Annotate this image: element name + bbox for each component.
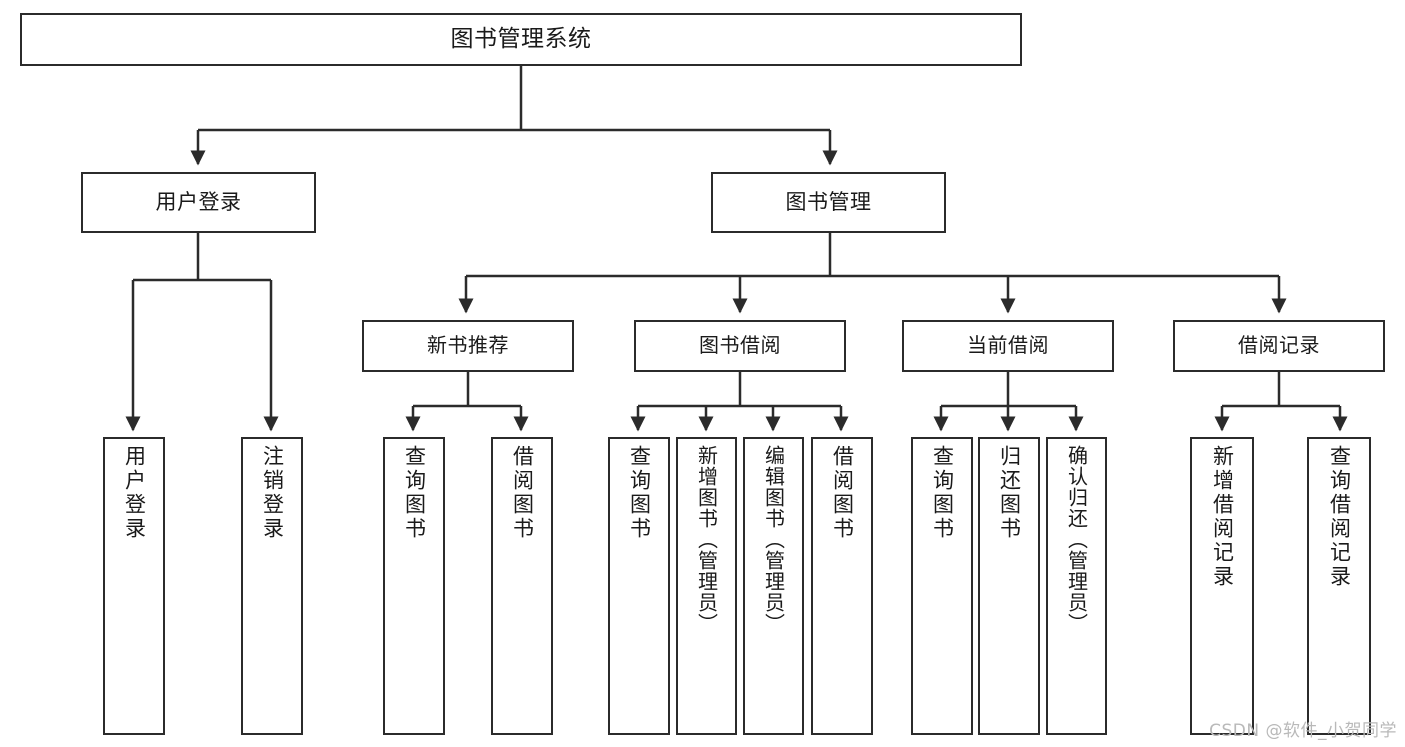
leaf-book-borrow-add[interactable]: 新增图书（管理员）	[676, 437, 737, 735]
leaf-current-borrow-query[interactable]: 查询图书	[911, 437, 973, 735]
node-label: 查询图书	[930, 445, 955, 541]
node-label: 注销登录	[260, 445, 285, 541]
node-borrow-record[interactable]: 借阅记录	[1173, 320, 1385, 372]
node-label: 用户登录	[122, 445, 147, 541]
node-label: 确认归还（管理员）	[1064, 445, 1089, 634]
leaf-user-login-login[interactable]: 用户登录	[103, 437, 165, 735]
node-label: 用户登录	[155, 190, 242, 215]
node-label: 图书管理	[785, 190, 872, 215]
node-label: 新书推荐	[427, 333, 509, 358]
leaf-book-borrow-query[interactable]: 查询图书	[608, 437, 670, 735]
leaf-new-book-borrow[interactable]: 借阅图书	[491, 437, 553, 735]
node-label: 借阅图书	[510, 445, 535, 541]
watermark-text: CSDN @软件_小贺同学	[1209, 721, 1397, 741]
node-root-system[interactable]: 图书管理系统	[20, 13, 1022, 66]
leaf-borrow-record-add[interactable]: 新增借阅记录	[1190, 437, 1254, 735]
node-new-book-recommend[interactable]: 新书推荐	[362, 320, 574, 372]
node-label: 归还图书	[997, 445, 1022, 541]
node-label: 查询图书	[402, 445, 427, 541]
leaf-borrow-record-query[interactable]: 查询借阅记录	[1307, 437, 1371, 735]
node-label: 查询借阅记录	[1327, 445, 1352, 589]
leaf-current-borrow-return[interactable]: 归还图书	[978, 437, 1040, 735]
node-label: 图书管理系统	[450, 25, 592, 52]
node-label: 新增借阅记录	[1210, 445, 1235, 589]
node-label: 借阅记录	[1238, 333, 1320, 358]
leaf-user-login-logout[interactable]: 注销登录	[241, 437, 303, 735]
leaf-current-borrow-confirm-return[interactable]: 确认归还（管理员）	[1046, 437, 1107, 735]
node-label: 图书借阅	[699, 333, 781, 358]
node-label: 新增图书（管理员）	[694, 445, 719, 634]
leaf-book-borrow-edit[interactable]: 编辑图书（管理员）	[743, 437, 804, 735]
node-label: 借阅图书	[830, 445, 855, 541]
node-label: 查询图书	[627, 445, 652, 541]
node-label: 编辑图书（管理员）	[761, 445, 786, 634]
node-user-login[interactable]: 用户登录	[81, 172, 316, 233]
leaf-new-book-query[interactable]: 查询图书	[383, 437, 445, 735]
node-label: 当前借阅	[967, 333, 1049, 358]
node-book-borrow[interactable]: 图书借阅	[634, 320, 846, 372]
node-book-management[interactable]: 图书管理	[711, 172, 946, 233]
leaf-book-borrow-borrow[interactable]: 借阅图书	[811, 437, 873, 735]
node-current-borrow[interactable]: 当前借阅	[902, 320, 1114, 372]
